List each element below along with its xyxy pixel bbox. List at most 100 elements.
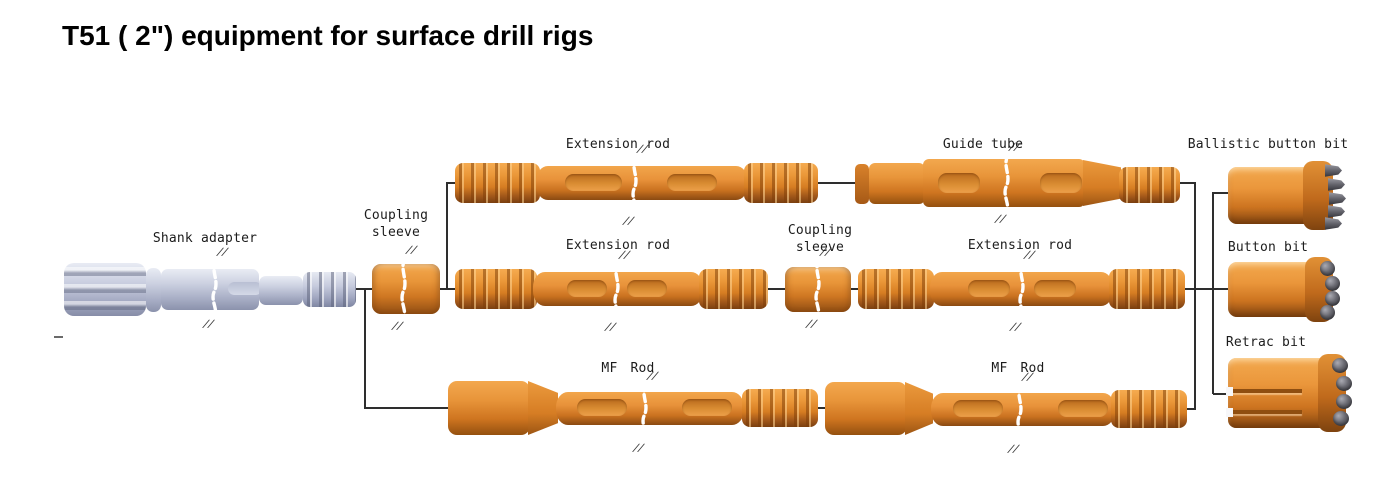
break-mark: // // — [1008, 250, 1036, 333]
break-wave-line — [208, 259, 222, 319]
bit-face — [1318, 354, 1346, 432]
break-slashes: // — [201, 319, 215, 330]
shank-adapter-label: Shank adapter — [152, 231, 258, 246]
break-slashes: // — [603, 322, 617, 333]
break-slashes: // — [993, 214, 1007, 225]
break-wave-line — [638, 383, 652, 443]
wrench-flat — [938, 173, 980, 193]
rod-thread-right — [1119, 167, 1180, 203]
break-mark: // // — [390, 245, 418, 332]
break-slashes: // — [621, 216, 635, 227]
shank-adapter-splined-head — [64, 263, 146, 316]
rod-thread-right — [742, 389, 818, 427]
break-wave-line — [628, 156, 642, 216]
rod-shaft — [930, 272, 1113, 306]
shank-adapter-body — [161, 269, 259, 310]
mf-rod-taper — [528, 381, 558, 435]
connector-line — [446, 182, 448, 289]
break-wave-line — [1000, 154, 1014, 214]
ballistic-button — [1325, 217, 1342, 230]
guide-tube-label: Guide tube — [942, 137, 1024, 152]
connector-line — [1213, 393, 1230, 395]
coupling-sleeve-label-line2: sleeve — [371, 225, 421, 240]
shank-adapter-shaft — [259, 276, 303, 305]
tick-mark — [54, 336, 63, 338]
ballistic-button — [1328, 178, 1345, 191]
extension-rod-label: Extension rod — [565, 137, 671, 152]
wrench-flat — [565, 174, 622, 191]
break-mark: // // — [201, 247, 229, 330]
button-insert — [1325, 276, 1340, 291]
break-slashes: // — [1006, 444, 1020, 455]
rod-shaft — [556, 392, 744, 425]
break-mark: // // — [1006, 372, 1034, 455]
rod-thread-left — [455, 163, 540, 203]
guide-tube-taper — [1083, 160, 1121, 206]
bit-face — [1305, 257, 1333, 322]
rod-shaft — [536, 166, 748, 200]
bit-body — [1228, 262, 1312, 317]
break-mark: // // — [603, 250, 631, 333]
shank-adapter-flat — [228, 282, 262, 295]
wrench-flat — [667, 174, 717, 191]
button-bit-label: Button bit — [1227, 240, 1309, 255]
connector-line — [440, 288, 457, 290]
break-wave-line — [397, 257, 411, 321]
connector-line — [364, 288, 366, 409]
button-insert — [1336, 394, 1352, 409]
connector-line — [1212, 192, 1214, 394]
button-insert — [1333, 411, 1349, 426]
coupling-sleeve-label: Coupling sleeve — [788, 222, 852, 256]
connector-line — [447, 182, 458, 184]
bit-body — [1228, 167, 1310, 224]
break-wave-line — [610, 262, 624, 322]
break-mark: // // — [631, 371, 659, 454]
retrac-bit-label: Retrac bit — [1225, 335, 1307, 350]
break-slashes: // — [631, 443, 645, 454]
bit-body — [1228, 358, 1330, 428]
wrench-flat — [627, 280, 667, 297]
rod-thread-left — [858, 269, 934, 309]
button-insert — [1320, 261, 1335, 276]
connector-line — [1194, 182, 1196, 409]
button-insert — [1325, 291, 1340, 306]
mf-rod-female-end — [825, 382, 907, 435]
coupling-sleeve-body — [372, 264, 440, 314]
shank-adapter-collar — [146, 268, 161, 312]
wrench-flat — [968, 280, 1010, 297]
coupling-sleeve-label-line2: sleeve — [795, 240, 845, 255]
rod-thread-right — [699, 269, 768, 309]
button-insert — [1332, 358, 1348, 373]
connector-line — [1184, 288, 1230, 290]
button-insert — [1336, 376, 1352, 391]
coupling-sleeve-label-line1: Coupling — [363, 208, 429, 223]
retrac-groove — [1230, 389, 1302, 393]
ballistic-button — [1328, 205, 1345, 218]
connector-line — [1186, 408, 1196, 410]
break-slashes: // — [404, 245, 418, 256]
break-wave-line — [1013, 384, 1027, 444]
wrench-flat — [1034, 280, 1076, 297]
break-wave-line — [1015, 262, 1029, 322]
break-wave-line — [811, 259, 825, 319]
rod-thread-right — [744, 163, 818, 203]
retrac-notch — [1226, 387, 1233, 396]
button-insert — [1320, 305, 1335, 320]
connector-line — [849, 288, 860, 290]
ballistic-button-bit-label: Ballistic button bit — [1187, 137, 1349, 152]
ballistic-button — [1329, 192, 1346, 205]
rod-thread-right — [1111, 390, 1187, 428]
connector-line — [816, 407, 828, 409]
shank-adapter-thread — [303, 272, 356, 307]
wrench-flat — [1040, 173, 1082, 193]
rod-thread-left — [455, 269, 537, 309]
page-title: T51 ( 2") equipment for surface drill ri… — [62, 20, 594, 51]
break-slashes: // — [1008, 322, 1022, 333]
break-slashes: // — [215, 247, 229, 258]
retrac-groove — [1230, 410, 1302, 414]
wrench-flat — [1058, 400, 1108, 417]
break-slashes: // — [390, 321, 404, 332]
mf-rod-female-end — [448, 381, 530, 435]
guide-tube-cap — [855, 164, 869, 204]
wrench-flat — [682, 399, 732, 416]
